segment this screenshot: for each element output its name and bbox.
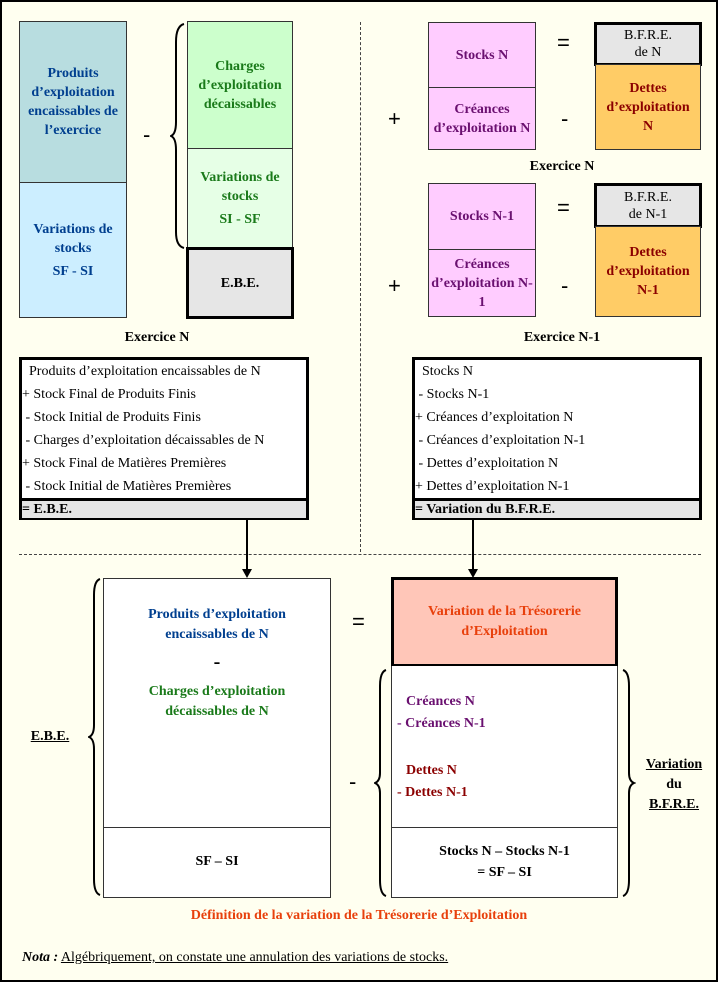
bfre-n1-box: B.F.R.E. de N-1 — [594, 183, 702, 228]
products-box-label: Produits d’exploitation encaissables de … — [28, 66, 118, 138]
minus-sign: - — [349, 769, 357, 794]
left-brace-icon — [374, 669, 387, 897]
plus-sign: + — [388, 273, 401, 298]
arrow-down-icon — [242, 519, 252, 578]
section-divider — [392, 827, 617, 828]
caption-exercice-n: Exercice N — [124, 330, 190, 345]
creances-n-box: Créances d’exploitation N — [428, 87, 536, 150]
note-text: Algébriquement, on constate une annulati… — [60, 950, 449, 965]
list-item: - Charges d’exploitation décaissables de… — [22, 433, 265, 448]
minus-sign: - — [143, 122, 151, 147]
stocks-n-label: Stocks N — [455, 47, 509, 63]
caption-exercice-n-right: Exercice N — [529, 159, 595, 174]
right-brace-icon — [622, 669, 636, 897]
dettes-n1-text: - Dettes N-1 — [397, 785, 468, 800]
arrow-down-icon — [468, 519, 478, 578]
stocks-n-box: Stocks N — [428, 22, 536, 88]
vertical-divider — [360, 22, 361, 552]
horizontal-divider — [19, 554, 701, 555]
note: Nota : Algébriquement, on constate une a… — [22, 950, 448, 966]
charges-variation-box: Variations de stocks SI - SF — [187, 148, 293, 249]
list-item: - Stocks N-1 — [415, 387, 490, 402]
dettes-n1-label: Dettes d’exploitation N-1 — [606, 245, 690, 298]
list-total: = Variation du B.F.R.E. — [415, 498, 699, 518]
equals-sign: = — [557, 30, 570, 55]
left-brace-icon — [170, 23, 185, 249]
stocks-n1-label: Stocks N-1 — [449, 209, 515, 224]
bfre-label: B.F.R.E. — [624, 189, 672, 205]
list-item: - Stock Initial de Matières Premières — [22, 479, 232, 494]
products-box: Produits d’exploitation encaissables de … — [19, 21, 127, 183]
stocks-formula-line2: = SF – SI — [477, 865, 532, 880]
bfre-calculation-list: Stocks N - Stocks N-1 + Créances d’explo… — [412, 357, 702, 520]
creances-n-text: Créances N — [406, 694, 475, 709]
charges-text: Charges d’exploitation décaissables de N — [148, 684, 286, 719]
list-item: + Créances d’exploitation N — [415, 410, 574, 425]
list-item: + Dettes d’exploitation N-1 — [415, 479, 570, 494]
caption-exercice-n1: Exercice N-1 — [523, 330, 601, 345]
bfre-year: de N — [634, 45, 662, 60]
minus-sign: - — [561, 106, 569, 131]
bfre-variation-box: Créances N - Créances N-1 Dettes N - Det… — [391, 666, 618, 898]
creances-n1-label: Créances d’exploitation N-1 — [431, 256, 533, 310]
plus-sign: + — [388, 106, 401, 131]
bfre-label-line: B.F.R.E. — [648, 797, 700, 812]
list-item: Produits d’exploitation encaissables de … — [22, 364, 261, 379]
creances-n1-text: - Créances N-1 — [397, 716, 486, 731]
list-item: + Stock Final de Matières Premières — [22, 456, 227, 471]
list-total: = E.B.E. — [22, 498, 306, 518]
creances-n1-box: Créances d’exploitation N-1 — [428, 249, 536, 317]
dettes-n-text: Dettes N — [406, 763, 457, 778]
ebe-calculation-list: Produits d’exploitation encaissables de … — [19, 357, 309, 520]
products-text: Produits d’exploitation encaissables de … — [148, 607, 286, 642]
bfre-label: B.F.R.E. — [624, 28, 672, 43]
ebe-box: E.B.E. — [186, 247, 294, 319]
treasury-label: Variation de la Trésorerie d’Exploitatio… — [427, 604, 582, 639]
bfre-variation-label: Variation du B.F.R.E. — [636, 755, 712, 815]
ebe-box-label: E.B.E. — [220, 275, 260, 291]
left-brace-icon — [88, 578, 101, 896]
list-item: - Stock Initial de Produits Finis — [22, 410, 201, 425]
ebe-definition-box: Produits d’exploitation encaissables de … — [103, 578, 331, 898]
ebe-label: E.B.E. — [30, 729, 70, 744]
bfre-label-line: Variation — [645, 757, 703, 772]
figure-caption: Définition de la variation de la Trésore… — [190, 908, 528, 923]
products-variation-box: Variations de stocks SF - SI — [19, 182, 127, 318]
list-item: - Créances d’exploitation N-1 — [415, 433, 586, 448]
dettes-n1-box: Dettes d’exploitation N-1 — [595, 226, 701, 317]
section-divider — [104, 827, 330, 828]
variation-label: Variations de stocks — [200, 170, 280, 204]
list-item: + Stock Final de Produits Finis — [22, 387, 196, 402]
note-label: Nota : — [22, 950, 59, 965]
sf-si-text: SF – SI — [195, 854, 239, 869]
creances-n-label: Créances d’exploitation N — [433, 101, 531, 136]
dettes-n-label: Dettes d’exploitation N — [606, 80, 690, 134]
list-item: - Dettes d’exploitation N — [415, 456, 559, 471]
variation-formula: SF - SI — [52, 263, 94, 279]
equals-sign: = — [352, 609, 365, 634]
equals-sign: = — [557, 195, 570, 220]
bfre-year: de N-1 — [628, 206, 668, 222]
stocks-n1-box: Stocks N-1 — [428, 183, 536, 250]
bfre-n-box: B.F.R.E. de N — [594, 22, 702, 66]
minus-sign: - — [561, 273, 569, 298]
variation-label: Variations de stocks — [33, 221, 113, 256]
charges-box-label: Charges d’exploitation décaissables — [198, 58, 282, 112]
bfre-label-line: du — [666, 777, 682, 792]
variation-formula: SI - SF — [219, 212, 261, 227]
dettes-n-box: Dettes d’exploitation N — [595, 64, 701, 150]
list-item: Stocks N — [415, 364, 473, 379]
treasury-variation-box: Variation de la Trésorerie d’Exploitatio… — [391, 577, 618, 667]
stocks-formula-line1: Stocks N – Stocks N-1 — [439, 844, 570, 859]
minus-sign: - — [213, 651, 221, 673]
charges-box: Charges d’exploitation décaissables — [187, 21, 293, 149]
